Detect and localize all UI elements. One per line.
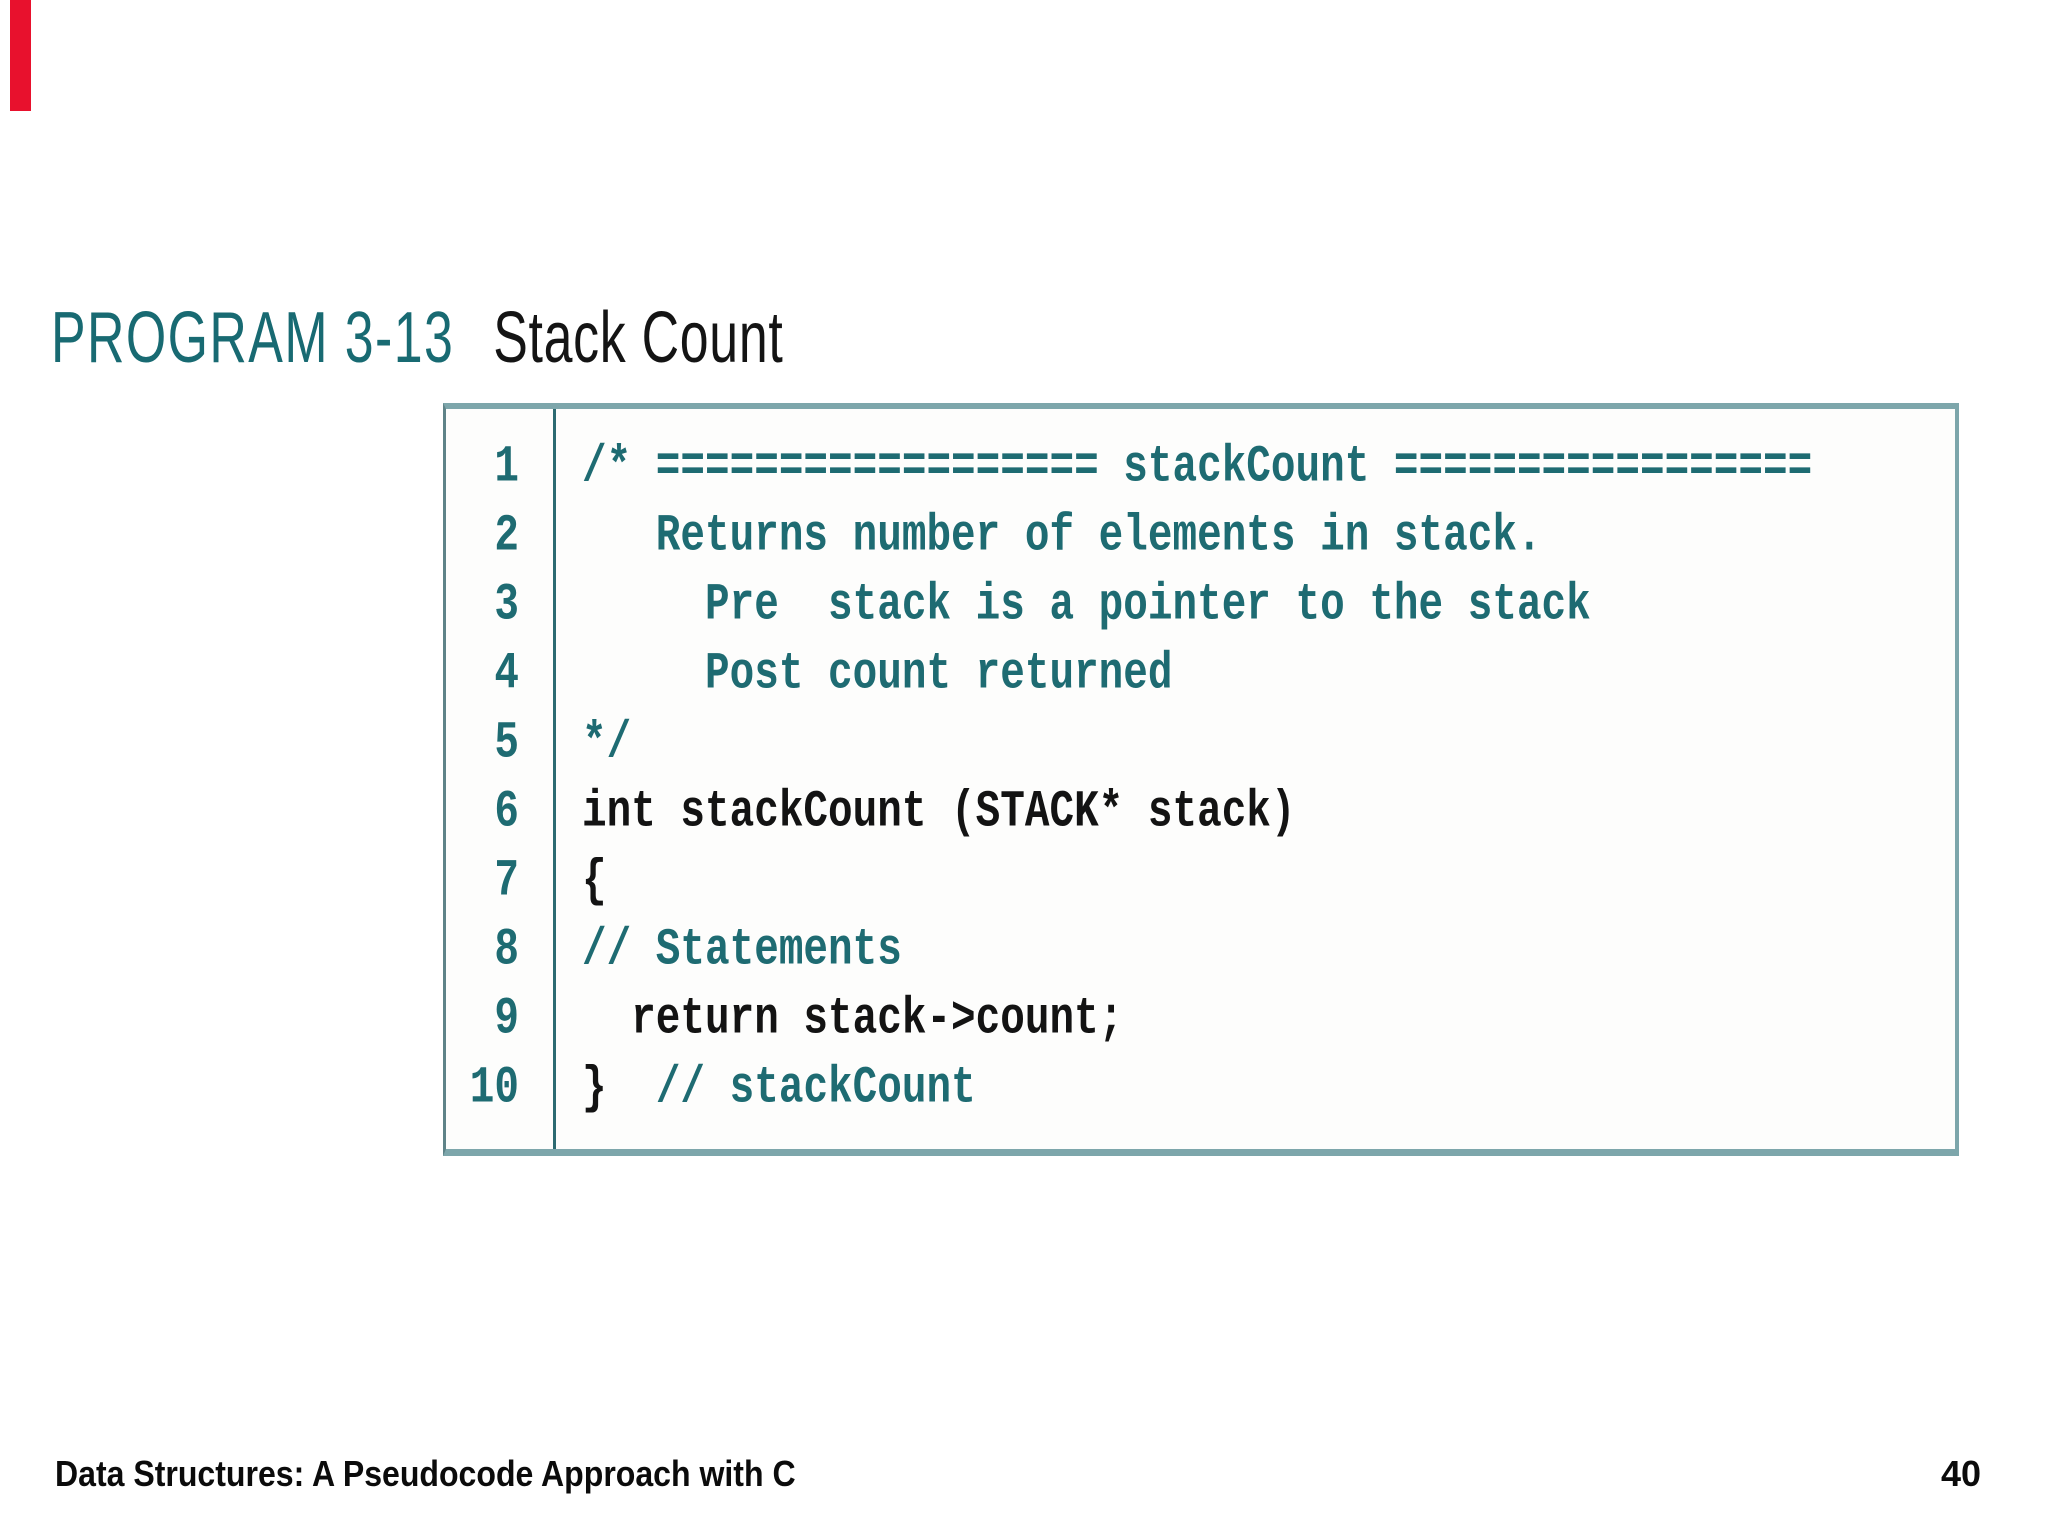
program-label: PROGRAM 3-13 [51,298,455,378]
line-code: return stack->count; [582,990,1124,1049]
code-line: 9 return stack->count; [446,985,1955,1054]
code-line: 5 */ [446,709,1955,778]
program-name: Stack Count [493,298,784,378]
line-number: 8 [494,921,519,980]
code-line: 3 Pre stack is a pointer to the stack [446,571,1955,640]
line-number: 5 [494,714,519,773]
code-line: 6 int stackCount (STACK* stack) [446,778,1955,847]
line-code: /* ================== stackCount =======… [582,438,1813,497]
code-line: 8 // Statements [446,916,1955,985]
line-code: { [582,852,607,911]
code-lines: 1 /* ================== stackCount ======… [446,433,1955,1123]
code-line: 10 } // stackCount [446,1054,1955,1123]
code-listing-box: 1 /* ================== stackCount ======… [443,403,1959,1156]
code-line: 7{ [446,847,1955,916]
line-number-divider [553,409,556,1149]
line-code: int stackCount (STACK* stack) [582,783,1296,842]
line-number: 6 [494,783,519,842]
line-number: 10 [469,1059,519,1118]
line-code: Returns number of elements in stack. [582,507,1542,566]
line-code: Post count returned [582,645,1173,704]
line-number: 2 [494,507,519,566]
line-number: 3 [494,576,519,635]
line-number: 4 [494,645,519,704]
line-code: */ [582,714,632,773]
line-number: 9 [494,990,519,1049]
code-line: 4 Post count returned [446,640,1955,709]
line-code: } // stackCount [582,1059,976,1118]
code-line: 1 /* ================== stackCount ======… [446,433,1955,502]
line-code: Pre stack is a pointer to the stack [582,576,1591,635]
code-line: 2 Returns number of elements in stack. [446,502,1955,571]
line-number: 7 [494,852,519,911]
program-title: PROGRAM 3-13 Stack Count [51,302,783,374]
footer-book-title: Data Structures: A Pseudocode Approach w… [55,1453,796,1494]
red-accent-bar [10,0,31,111]
line-number: 1 [494,438,519,497]
line-code: // Statements [582,921,902,980]
footer-page-number: 40 [1940,1453,1981,1494]
